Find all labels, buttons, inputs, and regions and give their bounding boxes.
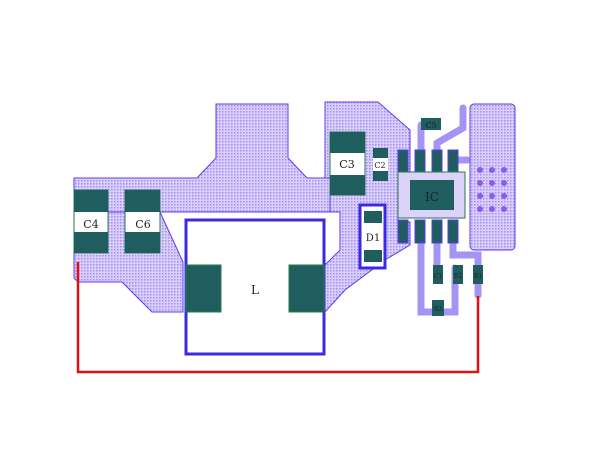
label-r2: R2 bbox=[454, 273, 463, 280]
label-c1: C1 bbox=[434, 273, 442, 280]
via bbox=[501, 206, 507, 212]
via bbox=[489, 193, 495, 199]
capacitor-c6[interactable]: C6 bbox=[124, 189, 161, 254]
label-r1: R1 bbox=[474, 273, 482, 280]
label-c5: C5 bbox=[425, 121, 436, 130]
label-c2: C2 bbox=[374, 161, 385, 170]
via bbox=[477, 180, 483, 186]
ic-chip[interactable]: IC bbox=[397, 149, 466, 244]
via-grid bbox=[477, 167, 507, 212]
label-c6: C6 bbox=[135, 218, 150, 231]
resistor-r1[interactable]: R1 bbox=[473, 265, 483, 284]
ic-pin bbox=[397, 149, 409, 173]
via bbox=[477, 206, 483, 212]
capacitor-c5[interactable]: C5 bbox=[421, 118, 441, 130]
diode-d1[interactable]: D1 bbox=[358, 203, 387, 270]
label-r3: R3 bbox=[434, 306, 443, 313]
ic-pin bbox=[447, 219, 459, 244]
label-c4: C4 bbox=[83, 218, 98, 231]
label-c3: C3 bbox=[339, 158, 354, 171]
red-trace bbox=[76, 262, 480, 374]
thermal-pad-block bbox=[469, 103, 516, 251]
ic-pin bbox=[397, 219, 409, 244]
capacitor-c4[interactable]: C4 bbox=[73, 189, 109, 254]
label-d1: D1 bbox=[366, 233, 380, 244]
ic-pin bbox=[447, 149, 459, 173]
resistor-r2[interactable]: R2 bbox=[453, 265, 463, 284]
resistor-r3[interactable]: R3 bbox=[432, 300, 444, 316]
label-ic: IC bbox=[425, 190, 439, 204]
via bbox=[489, 206, 495, 212]
capacitor-c2[interactable]: C2 bbox=[373, 148, 388, 181]
via bbox=[501, 167, 507, 173]
via bbox=[477, 167, 483, 173]
via bbox=[501, 193, 507, 199]
ic-pin bbox=[431, 219, 443, 244]
via bbox=[489, 167, 495, 173]
label-l: L bbox=[251, 283, 259, 297]
via bbox=[489, 180, 495, 186]
ic-pin bbox=[431, 149, 443, 173]
capacitor-c3[interactable]: C3 bbox=[329, 131, 366, 196]
ic-pin bbox=[414, 219, 426, 244]
copper-pour-left bbox=[73, 103, 331, 313]
ic-pin bbox=[414, 149, 426, 173]
via bbox=[501, 180, 507, 186]
capacitor-c1[interactable]: C1 bbox=[433, 265, 443, 284]
inductor-l[interactable]: L bbox=[184, 218, 326, 356]
via bbox=[477, 193, 483, 199]
